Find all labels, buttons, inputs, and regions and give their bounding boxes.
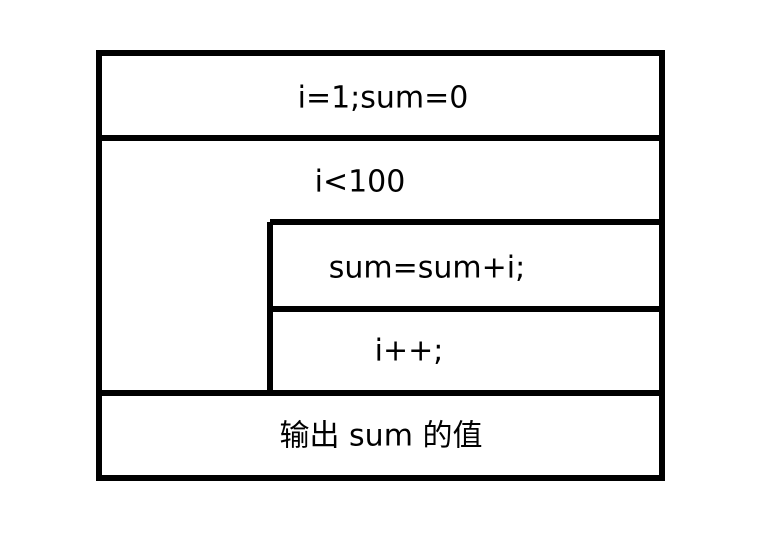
init-statement: i=1;sum=0 (298, 81, 469, 116)
outer-frame (96, 50, 665, 481)
output-statement: 输出 sum 的值 (280, 419, 483, 454)
loop-body-statement-sum: sum=sum+i; (329, 251, 525, 286)
loop-body-statement-increment: i++; (375, 334, 444, 369)
loop-condition: i<100 (315, 165, 406, 200)
